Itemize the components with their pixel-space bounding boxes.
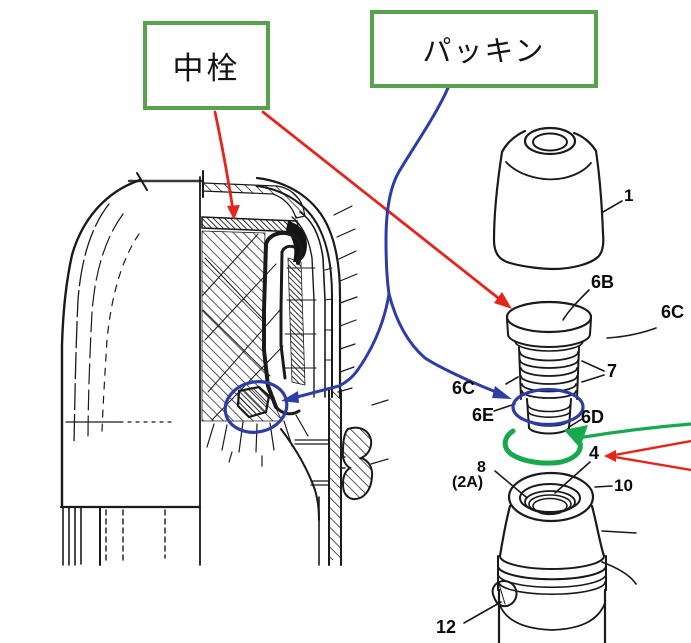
red-arrow-annotations xyxy=(213,110,691,472)
stopper-part xyxy=(493,289,657,435)
part-label-6c-right: 6C xyxy=(661,302,685,322)
part-label-6e: 6E xyxy=(472,405,495,425)
blue-leader-right xyxy=(387,292,498,394)
flask-cross-section-drawing xyxy=(59,170,389,566)
red-arrow-long xyxy=(261,110,504,303)
green-rotation-annotation xyxy=(502,422,691,466)
part-label-6c: 6C xyxy=(452,378,476,398)
callout-label-inner-stopper: 中栓 xyxy=(172,51,241,86)
part-label-4: 4 xyxy=(589,443,600,463)
part-label-12: 12 xyxy=(436,617,457,637)
cup-part xyxy=(492,126,623,271)
callout-label-packing: パッキン xyxy=(422,36,546,68)
blue-leader-left xyxy=(295,292,391,399)
blue-leader-stem xyxy=(384,86,450,296)
part-label-2a: (2A) xyxy=(452,474,484,491)
callout-box-packing[interactable]: パッキン xyxy=(370,10,598,88)
exploded-view-drawing xyxy=(463,126,657,643)
part-label-7: 7 xyxy=(607,361,618,381)
callout-box-inner-stopper[interactable]: 中栓 xyxy=(143,21,270,110)
part-label-8: 8 xyxy=(477,459,486,476)
blue-packing-annotations xyxy=(223,86,585,434)
part-label-1: 1 xyxy=(624,186,634,205)
part-label-10: 10 xyxy=(614,476,633,495)
blue-highlight-ellipse-right xyxy=(511,387,585,427)
mouth-part xyxy=(463,461,637,643)
part-label-6d: 6D xyxy=(581,407,605,427)
packing-part xyxy=(236,385,271,419)
green-rotation-arrow xyxy=(502,428,583,466)
blue-highlight-ellipse-left xyxy=(223,380,289,434)
part-label-6b: 6B xyxy=(591,272,615,292)
red-arrow-left xyxy=(213,110,235,212)
red-arrow-right-edge xyxy=(607,439,691,472)
green-leader-line xyxy=(582,422,691,439)
